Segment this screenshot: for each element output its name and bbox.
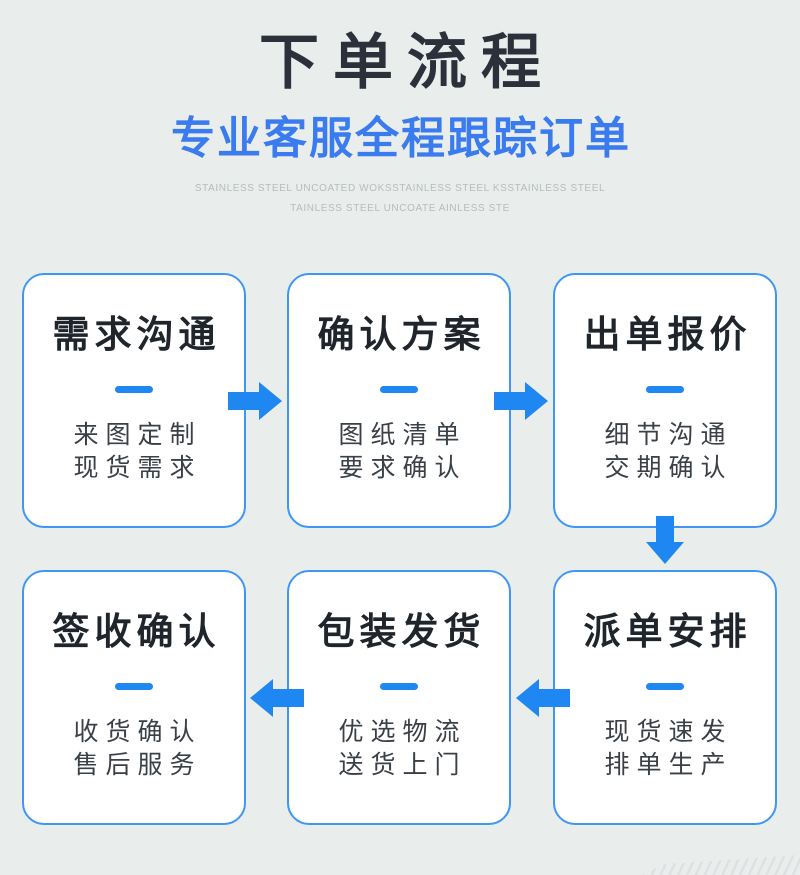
dash-divider xyxy=(380,386,418,393)
step-box-4-dispatch-arrangement: 派单安排 现货速发 排单生产 xyxy=(553,570,777,825)
arrow-down-icon xyxy=(646,516,684,564)
page-title: 下单流程 xyxy=(259,30,555,96)
step-subline-1: 优选物流 xyxy=(338,719,467,746)
step-subline-1: 收货确认 xyxy=(73,719,202,746)
step-title: 签收确认 xyxy=(52,612,221,653)
step-box-5-pack-and-ship: 包装发货 优选物流 送货上门 xyxy=(287,570,511,825)
step-box-2-confirm-plan: 确认方案 图纸清单 要求确认 xyxy=(287,273,511,528)
step-title: 包装发货 xyxy=(317,612,486,653)
step-subline-2: 要求确认 xyxy=(338,455,467,482)
step-subline-2: 排单生产 xyxy=(604,752,733,779)
arrow-right-icon xyxy=(494,382,548,420)
step-title: 出单报价 xyxy=(583,315,752,356)
dash-divider xyxy=(646,683,684,690)
watermark-line-1: STAINLESS STEEL UNCOATED WOKSSTAINLESS S… xyxy=(194,183,606,194)
step-subline-1: 细节沟通 xyxy=(604,422,733,449)
step-subline-1: 现货速发 xyxy=(604,719,733,746)
step-subline-1: 来图定制 xyxy=(73,422,202,449)
step-title: 需求沟通 xyxy=(52,315,221,356)
watermark-text: STAINLESS STEEL UNCOATED WOKSSTAINLESS S… xyxy=(0,179,800,219)
step-subline-2: 送货上门 xyxy=(338,752,467,779)
step-box-3-issue-quotation: 出单报价 细节沟通 交期确认 xyxy=(553,273,777,528)
step-subline-2: 现货需求 xyxy=(73,455,202,482)
dash-divider xyxy=(115,683,153,690)
corner-stripes-decoration xyxy=(642,855,800,875)
step-box-1-demand-communication: 需求沟通 来图定制 现货需求 xyxy=(22,273,246,528)
step-box-6-sign-confirmation: 签收确认 收货确认 售后服务 xyxy=(22,570,246,825)
dash-divider xyxy=(115,386,153,393)
dash-divider xyxy=(380,683,418,690)
arrow-right-icon xyxy=(228,382,282,420)
step-subline-1: 图纸清单 xyxy=(338,422,467,449)
dash-divider xyxy=(646,386,684,393)
step-subline-2: 售后服务 xyxy=(73,752,202,779)
step-title: 确认方案 xyxy=(317,315,486,356)
step-title: 派单安排 xyxy=(583,612,752,653)
step-subline-2: 交期确认 xyxy=(604,455,733,482)
page-subtitle: 专业客服全程跟踪订单 xyxy=(171,114,631,163)
arrow-left-icon xyxy=(250,679,304,717)
arrow-left-icon xyxy=(516,679,570,717)
watermark-line-2: TAINLESS STEEL UNCOATE AINLESS STE xyxy=(290,203,510,214)
